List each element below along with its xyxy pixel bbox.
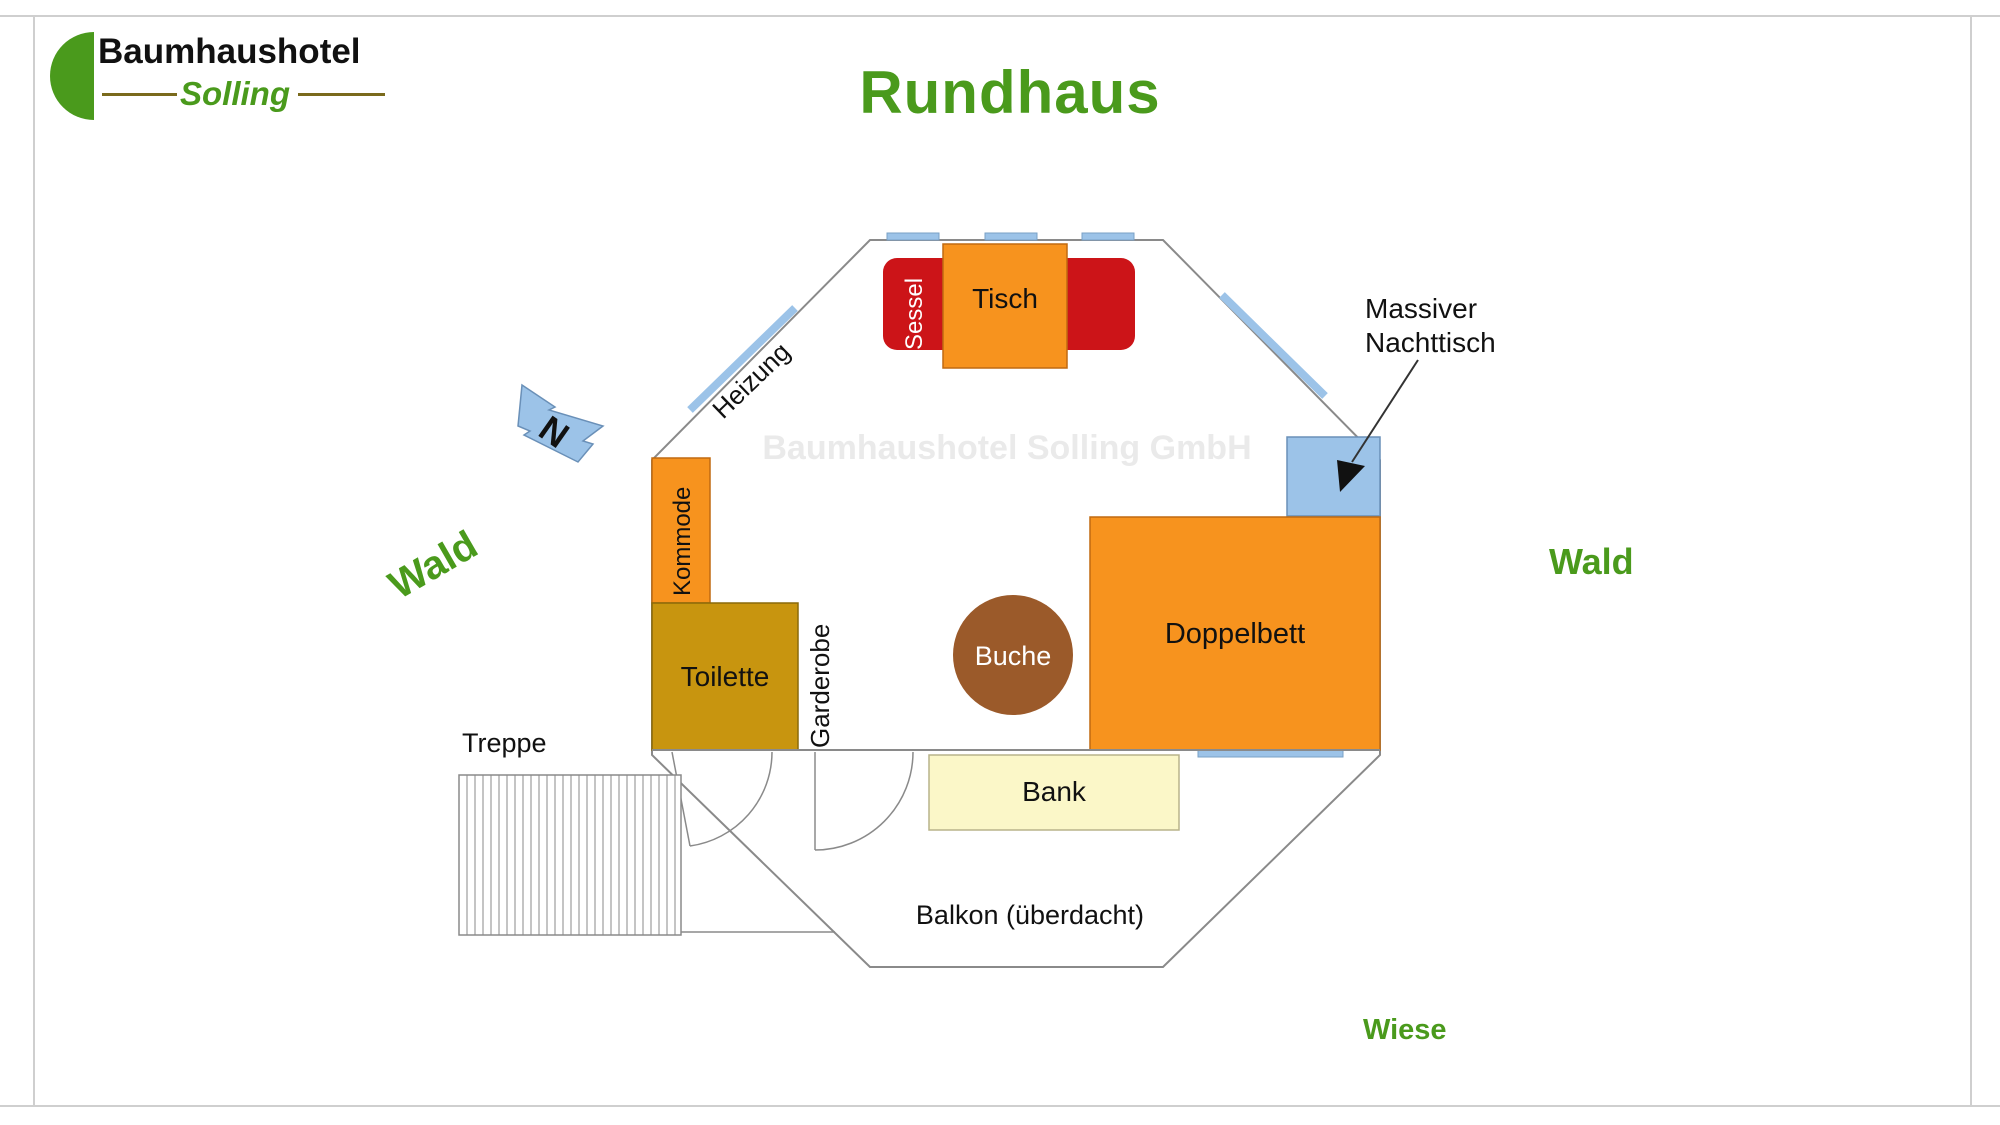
hotel-logo: Baumhaushotel Solling <box>50 30 400 125</box>
kommode <box>651 457 711 604</box>
tisch-label: Tisch <box>972 283 1038 314</box>
nachttisch-label-line1: Massiver <box>1365 293 1477 324</box>
window-top-2 <box>984 232 1038 241</box>
sessel-label: Sessel <box>901 278 928 350</box>
window-top-3 <box>1081 232 1135 241</box>
treppe-label: Treppe <box>462 728 547 758</box>
window-heizung-side <box>687 305 798 413</box>
frame-right-line <box>1970 15 1972 1107</box>
logo-rule-right <box>298 93 385 96</box>
tisch <box>942 243 1068 369</box>
frame-top-line <box>0 15 2000 17</box>
wald-right-label: Wald <box>1549 541 1634 582</box>
doppelbett <box>1089 516 1381 751</box>
page-title: Rundhaus <box>859 59 1161 126</box>
logo-subtitle: Solling <box>180 75 290 112</box>
logo-rule-left <box>102 93 177 96</box>
frame-bottom-line <box>0 1105 2000 1107</box>
door-toilette <box>671 751 773 847</box>
watermark: Baumhaushotel Solling GmbH <box>762 429 1251 467</box>
garderobe-label: Garderobe <box>805 624 835 748</box>
window-right-side <box>1219 292 1328 399</box>
bank-label: Bank <box>1022 776 1087 807</box>
wiese-label: Wiese <box>1363 1014 1447 1046</box>
window-bed <box>1197 749 1344 758</box>
kommode-label: Kommode <box>669 487 696 596</box>
nachttisch-pointer-line <box>1351 359 1419 463</box>
balkon-label: Balkon (überdacht) <box>916 900 1144 930</box>
treppe-stairs <box>458 774 682 936</box>
toilette-label: Toilette <box>681 661 770 692</box>
nachttisch <box>1286 436 1381 517</box>
nachttisch-label-line2: Nachttisch <box>1365 327 1496 358</box>
toilette <box>651 602 799 751</box>
wald-left-label: Wald <box>382 523 485 608</box>
logo-name: Baumhaushotel <box>98 32 361 71</box>
bank <box>928 754 1180 831</box>
buche-label: Buche <box>975 641 1052 671</box>
window-top-1 <box>886 232 940 241</box>
frame-left-line <box>33 15 35 1107</box>
buche-tree <box>953 595 1073 715</box>
compass-north-icon: N <box>517 383 605 463</box>
doppelbett-label: Doppelbett <box>1165 618 1305 650</box>
door-main <box>814 751 914 851</box>
nachttisch-pointer-arrow-icon <box>1337 460 1365 492</box>
